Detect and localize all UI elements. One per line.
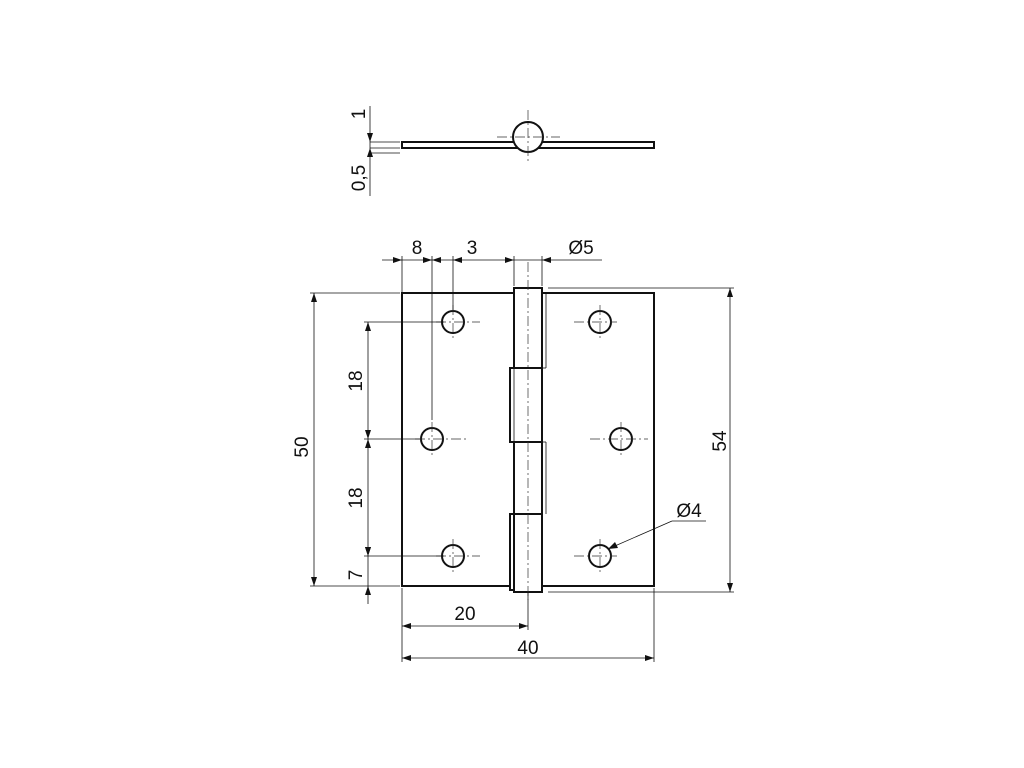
dim-knuckle-gap: 3 <box>467 238 478 259</box>
dim-pin-length: 54 <box>710 430 731 452</box>
dim-pin-diameter: Ø5 <box>568 238 593 259</box>
dim-leaf-height: 50 <box>292 436 313 457</box>
dim-pin-offset: 0,5 <box>349 165 370 191</box>
side-view: 1 0,5 <box>349 106 655 196</box>
dim-hole-offset-x: 8 <box>412 238 423 259</box>
dim-hole-diameter: Ø4 <box>676 501 702 522</box>
dim-hole-pitch-top: 18 <box>346 370 367 391</box>
dim-hole-pitch-bottom: 18 <box>346 487 367 508</box>
dimensions: 8 3 Ø5 50 18 18 7 54 Ø4 <box>292 238 734 662</box>
right-leaf <box>541 292 655 587</box>
dim-half-width: 20 <box>454 604 475 625</box>
knuckle-2 <box>509 367 543 443</box>
dim-hole-offset-bottom: 7 <box>346 570 367 581</box>
dim-total-width: 40 <box>517 638 538 659</box>
left-leaf <box>401 292 515 587</box>
front-view <box>401 262 655 600</box>
dim-flap-thickness: 1 <box>349 109 370 120</box>
